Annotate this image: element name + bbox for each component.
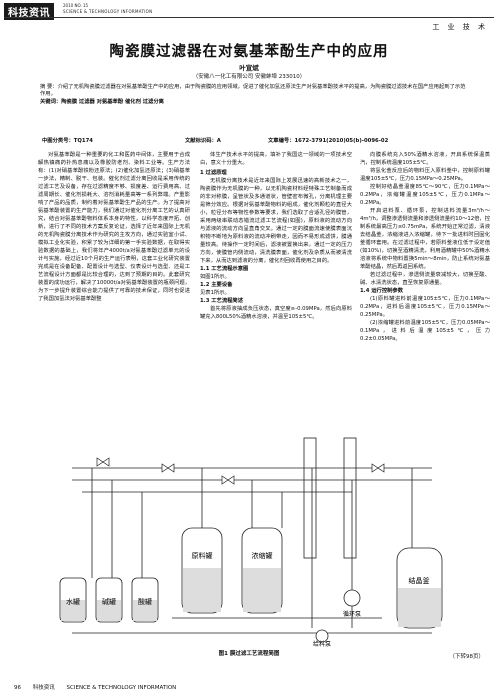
author: 叶宣斌 bbox=[239, 64, 259, 72]
column-right: 向膜系统充入50%酒精水溶液，开启系统保温蒸汽，控制系统温度105±5℃。将氢化… bbox=[360, 151, 490, 343]
process-flow-diagram: 水罐 碱罐 酸罐 原料罐 浓缩罐 结晶釜 循环泵 给料泵 bbox=[59, 437, 443, 648]
label-acid-tank: 酸罐 bbox=[138, 597, 152, 606]
footer-journal-en: SCIENCE & TECHNOLOGY INFORMATION bbox=[66, 685, 177, 691]
section-heading: 1.1 工艺流程示意图 bbox=[200, 266, 249, 272]
article-number: 文章编号：1672-3791(2010)05(b)-0096-02 bbox=[268, 138, 389, 144]
footer-journal-cn: 科技资讯 bbox=[32, 685, 55, 691]
body-paragraph: 将氢化釜反应后的物料压入原料釜中，控制原料罐温度105±5℃，压力0.15MPa… bbox=[360, 168, 490, 182]
figure-caption: 图1 膜过滤工艺流程简图 bbox=[218, 651, 280, 657]
section-heading: 1.4 运行控制参数 bbox=[360, 288, 404, 294]
body-paragraph: 如图1所示。 bbox=[200, 274, 230, 280]
label-concentrate-tank: 浓缩罐 bbox=[252, 551, 273, 560]
article-title: 陶瓷膜过滤器在对氨基苯酚生产中的应用 bbox=[109, 43, 389, 60]
label-raw-tank: 原料罐 bbox=[192, 551, 213, 560]
circulation-pump-icon bbox=[343, 589, 361, 607]
body-paragraph: 见表1所示。 bbox=[200, 290, 230, 296]
section-heading: 1 过滤原理 bbox=[200, 170, 227, 176]
abstract: 摘 要：介绍了无机陶瓷膜过滤器在对氨基苯酚生产中的应用，由于陶瓷膜的应用领域，促… bbox=[40, 84, 466, 98]
header-divider bbox=[4, 17, 494, 18]
body-paragraph: 对氨基苯酚是一种重要的化工和医药中间体，主要用于合成解热镇痛药扑热息痛以及橡胶防… bbox=[38, 152, 190, 302]
label-feed-pump: 给料泵 bbox=[313, 640, 331, 648]
body-paragraph: 控制好结晶釜温度85℃～90℃，压力0.1MPa～0.2MPa，浓缩罐温度105… bbox=[360, 184, 490, 206]
label-alkali-tank: 碱罐 bbox=[102, 597, 116, 606]
column-middle: 体生产技术水平的提高，填补了我国这一领域的一项技术空白，意义十分重大。 1 过滤原… bbox=[200, 151, 352, 321]
body-paragraph: 若过滤过程中，渗透侧流量衰减较大，切换至酸、碱、水清洗状态，直至恢复原通量。 bbox=[360, 272, 490, 286]
affiliation: （安徽八一化工有限公司 安徽蚌埠 233010） bbox=[192, 74, 306, 80]
body-paragraph: 首先将原液抽成负压状态，真空度≥-0.09MPa，然后向原料罐充入800L50%… bbox=[200, 306, 352, 320]
journal-badge: 科技资讯 bbox=[4, 3, 54, 20]
document-code: 文献标识码：A bbox=[185, 138, 221, 144]
label-crystallizer: 结晶釜 bbox=[409, 576, 430, 585]
label-water-tank: 水罐 bbox=[66, 597, 80, 606]
abstract-block: 摘 要：介绍了无机陶瓷膜过滤器在对氨基苯酚生产中的应用，由于陶瓷膜的应用领域，促… bbox=[40, 84, 470, 106]
page-number: 96 bbox=[14, 685, 21, 691]
clc-number: 中图分类号：TQ174 bbox=[42, 138, 93, 144]
feed-pump-icon bbox=[315, 629, 329, 643]
section-heading: 1.3 工艺流程简述 bbox=[200, 298, 244, 304]
column-left: 对氨基苯酚是一种重要的化工和医药中间体，主要用于合成解热镇痛药扑热息痛以及橡胶防… bbox=[38, 151, 190, 303]
body-paragraph: 开启进料泵、循环泵，控制进料流量3m³/h～4m³/h，调整渗透侧流量和渗透侧流… bbox=[360, 208, 490, 270]
section-label: 工 业 技 术 bbox=[432, 23, 488, 31]
body-paragraph: (2)浓缩罐进料前温度105±5℃，压力0.05MPa～0.1MPa，进料后温度… bbox=[360, 320, 490, 342]
label-circulation-pump: 循环泵 bbox=[343, 610, 361, 618]
body-paragraph: (1)原料罐进料前温度105±5℃，压力0.1MPa～0.2MPa，进料后温度1… bbox=[360, 296, 490, 318]
body-paragraph: 向膜系统充入50%酒精水溶液，开启系统保温蒸汽，控制系统温度105±5℃。 bbox=[360, 152, 490, 166]
issue-number: 2010 NO. 15 bbox=[63, 3, 89, 8]
journal-name-en: SCIENCE & TECHNOLOGY INFORMATION bbox=[63, 9, 153, 14]
membrane-module-1 bbox=[303, 437, 317, 559]
section-heading: 1.2 主要设备 bbox=[200, 282, 233, 288]
keywords: 关键词：陶瓷膜 过滤器 对氨基苯酚 催化剂 过滤分离 bbox=[40, 98, 164, 105]
page-footer: 96 科技资讯 SCIENCE & TECHNOLOGY INFORMATION bbox=[14, 683, 186, 691]
body-paragraph: 无机膜分离技术是近年来国际上发展迅速的高新技术之一，陶瓷膜作为无机膜的一种，以无… bbox=[200, 178, 352, 264]
membrane-module-2 bbox=[343, 437, 357, 559]
continued-note: （下转98页） bbox=[449, 654, 485, 660]
body-paragraph: 体生产技术水平的提高，填补了我国这一领域的一项技术空白，意义十分重大。 bbox=[200, 152, 352, 166]
